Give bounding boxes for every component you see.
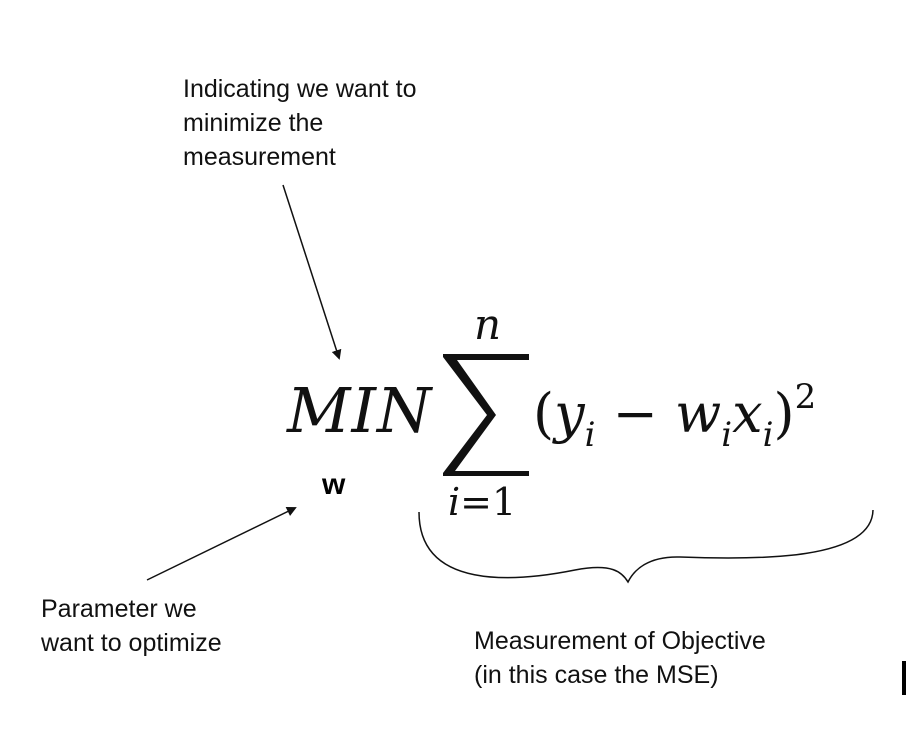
x-variable: x [732,382,763,445]
annotation-objective: Measurement of Objective (in this case t… [474,624,766,692]
lower-limit-variable: i [448,480,461,524]
w-variable: w [675,382,722,445]
summation-sign-icon [443,354,529,476]
annotation-line: Indicating we want to [183,75,417,103]
objective-brace [418,509,874,584]
annotation-line: want to optimize [41,629,222,657]
exponent: 2 [794,377,817,417]
annotation-line: Measurement of Objective [474,627,766,655]
lower-limit-value: 1 [492,480,517,524]
w-subscript: i [721,415,733,455]
annotation-line: minimize the [183,109,324,137]
squared-error-expression: (yi − wixi)2 [533,380,816,452]
lower-limit-equals: = [460,480,492,524]
annotation-line: Parameter we [41,595,197,623]
sum-lower-limit: i=1 [448,480,516,524]
annotation-line: measurement [183,143,336,171]
text-cursor-icon [902,661,906,695]
close-paren: ) [773,382,795,445]
optimization-parameter: w [322,468,346,501]
annotation-parameter: Parameter we want to optimize [41,592,222,660]
x-subscript: i [762,415,774,455]
y-subscript: i [584,415,596,455]
arrow-to-min [282,184,342,360]
min-operator: MIN [287,374,433,447]
open-paren: ( [533,382,555,445]
arrow-to-parameter [146,507,297,581]
annotation-minimize: Indicating we want to minimize the measu… [183,72,416,174]
y-variable: y [554,382,585,445]
sum-upper-limit: n [474,300,502,349]
annotation-line: (in this case the MSE) [474,661,719,689]
minus-sign: − [595,382,676,445]
